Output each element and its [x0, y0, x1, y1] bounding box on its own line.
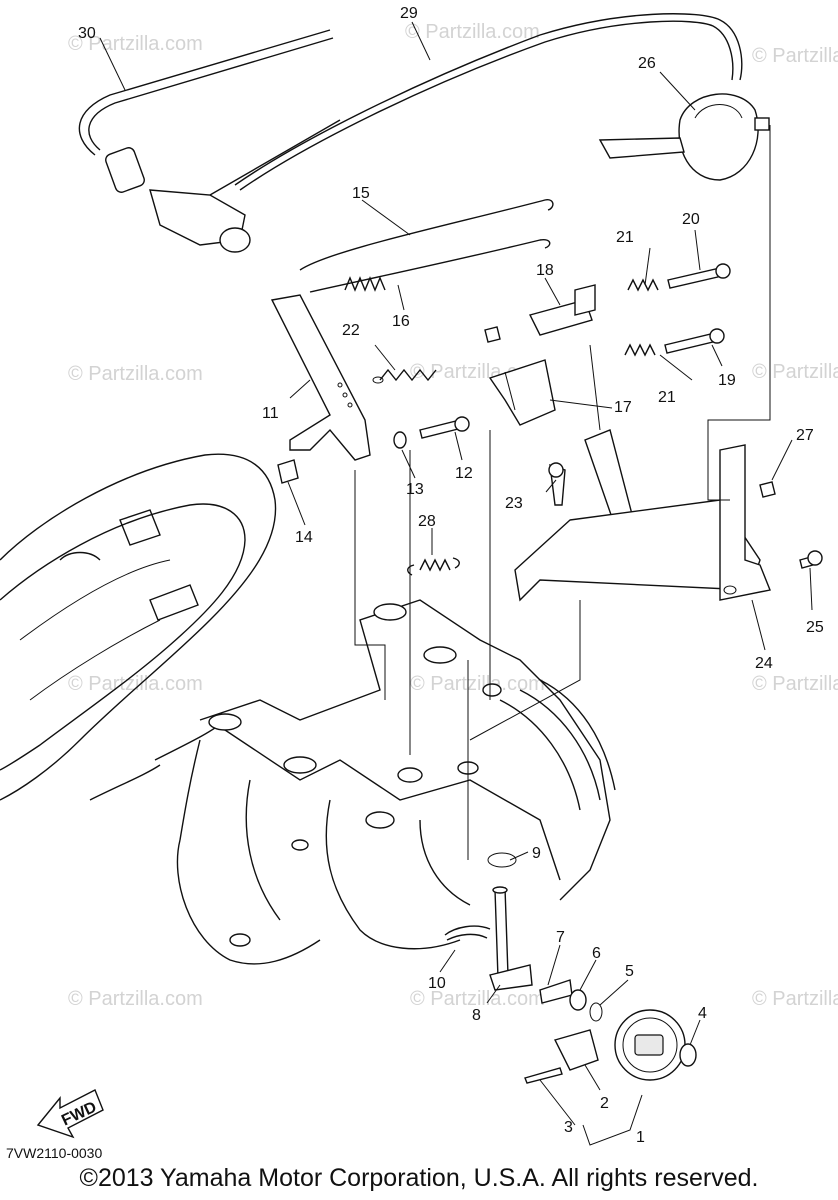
bracket-17-18 — [488, 284, 596, 426]
callout-29: 29 — [400, 5, 418, 22]
leader-lines — [99, 21, 813, 1146]
callout-3: 3 — [564, 1119, 573, 1136]
callout-1: 1 — [636, 1129, 645, 1146]
callout-30: 30 — [78, 25, 96, 42]
hose-and-valve-assembly — [78, 13, 743, 253]
watermark: © Partzilla.com — [68, 988, 203, 1010]
watermark: © Partzilla.com — [752, 673, 838, 695]
callout-7: 7 — [556, 929, 565, 946]
callout-24: 24 — [755, 655, 773, 672]
callout-18: 18 — [536, 262, 554, 279]
rods-15-16 — [299, 199, 554, 293]
callout-21a: 21 — [616, 229, 634, 246]
callout-numbers: 30 29 26 15 16 18 21 20 22 17 21 19 11 1… — [78, 5, 824, 1146]
watermark: © Partzilla.com — [68, 363, 203, 385]
callout-5: 5 — [625, 963, 634, 980]
callout-9: 9 — [532, 845, 541, 862]
vacuum-unit-26 — [598, 93, 770, 181]
part-code: 7VW2110-0030 — [6, 1145, 103, 1161]
callout-19: 19 — [718, 372, 736, 389]
gear-assembly — [444, 852, 697, 1084]
engine-housing-left — [0, 453, 277, 801]
callout-4: 4 — [698, 1005, 707, 1022]
callout-11: 11 — [262, 405, 279, 422]
watermark-layer: © Partzilla.com © Partzilla.com © Partzi… — [68, 21, 838, 1010]
callout-12: 12 — [455, 465, 473, 482]
watermark: © Partzilla.com — [410, 673, 545, 695]
watermark: © Partzilla.com — [752, 45, 838, 67]
callout-15: 15 — [352, 185, 370, 202]
watermark: © Partzilla.com — [752, 361, 838, 383]
bolts-19-20-21 — [484, 263, 731, 357]
callout-27: 27 — [796, 427, 814, 444]
callout-25: 25 — [806, 619, 824, 636]
callout-16: 16 — [392, 313, 410, 330]
callout-13: 13 — [406, 481, 424, 498]
engine-block — [176, 599, 616, 965]
watermark: © Partzilla.com — [68, 33, 203, 55]
callout-10: 10 — [428, 975, 446, 992]
spring-28 — [407, 557, 460, 576]
copyright-notice: ©2013 Yamaha Motor Corporation, U.S.A. A… — [79, 1164, 759, 1192]
fwd-arrow-icon: FWD — [36, 1089, 104, 1139]
watermark: © Partzilla.com — [68, 673, 203, 695]
callout-26: 26 — [638, 55, 656, 72]
callout-2: 2 — [600, 1095, 609, 1112]
spring-22 — [372, 368, 437, 384]
small-parts-12-13-14 — [277, 416, 470, 484]
callout-14: 14 — [295, 529, 313, 546]
watermark: © Partzilla.com — [410, 988, 545, 1010]
callout-20: 20 — [682, 211, 700, 228]
callout-8: 8 — [472, 1007, 481, 1024]
watermark: © Partzilla.com — [405, 21, 540, 43]
callout-6: 6 — [592, 945, 601, 962]
callout-28: 28 — [418, 513, 436, 530]
lever-11 — [270, 294, 371, 461]
callout-23: 23 — [505, 495, 523, 512]
callout-17: 17 — [614, 399, 632, 416]
bracket-assembly-24 — [514, 429, 823, 602]
callout-22: 22 — [342, 322, 360, 339]
watermark: © Partzilla.com — [752, 988, 838, 1010]
callout-21b: 21 — [658, 389, 676, 406]
